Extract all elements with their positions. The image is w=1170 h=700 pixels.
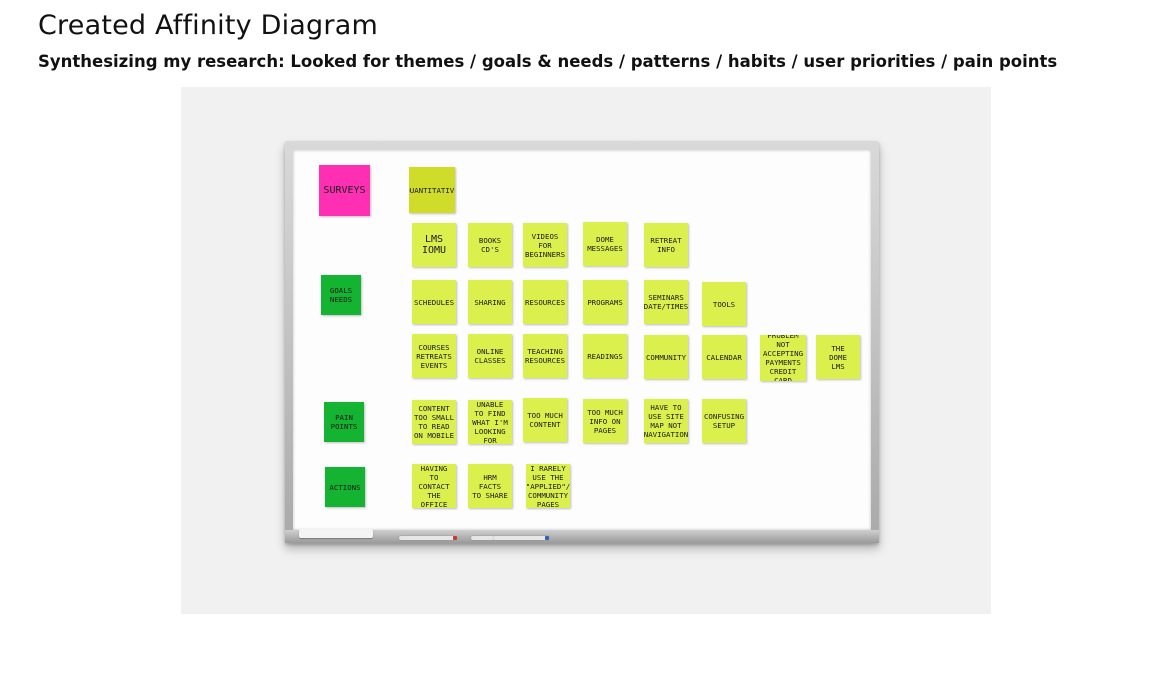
marker bbox=[399, 536, 455, 540]
note: SEMINARS DATE/TIMES bbox=[644, 280, 688, 324]
note: COURSES RETREATS EVENTS bbox=[412, 334, 456, 378]
note-quantitative: QUANTITATIVE bbox=[409, 167, 455, 213]
note: READINGS bbox=[583, 334, 627, 378]
marker-tray bbox=[285, 529, 879, 543]
page-title: Created Affinity Diagram bbox=[38, 10, 378, 41]
marker bbox=[493, 536, 549, 540]
note: PROGRAMS bbox=[583, 280, 627, 324]
marker-cap bbox=[545, 536, 549, 540]
note: RESOURCES bbox=[523, 280, 567, 324]
note: ONLINE CLASSES bbox=[468, 334, 512, 378]
page-subtitle: Synthesizing my research: Looked for the… bbox=[38, 52, 1058, 71]
note: VIDEOS FOR BEGINNERS bbox=[523, 223, 567, 267]
note: SCHEDULES bbox=[412, 280, 456, 324]
note: TOO MUCH CONTENT bbox=[523, 398, 567, 442]
note: SHARING bbox=[468, 280, 512, 324]
note: UNABLE TO FIND WHAT I'M LOOKING FOR bbox=[468, 400, 512, 444]
note: HRM FACTS TO SHARE bbox=[468, 464, 512, 508]
note: TEACHING RESOURCES bbox=[523, 334, 567, 378]
note: CONFUSING SETUP bbox=[702, 399, 746, 443]
note: I RARELY USE THE "APPLIED"/ COMMUNITY PA… bbox=[526, 464, 570, 508]
note: CALENDAR bbox=[702, 335, 746, 379]
affinity-diagram-photo: SURVEYS GOALS NEEDS PAIN POINTS ACTIONS … bbox=[181, 87, 991, 614]
marker-cap bbox=[453, 536, 457, 540]
note: HAVING TO CONTACT THE OFFICE bbox=[412, 464, 456, 508]
note-goals-needs: GOALS NEEDS bbox=[321, 275, 361, 315]
note-pain-points: PAIN POINTS bbox=[324, 402, 364, 442]
note: TOO MUCH INFO ON PAGES bbox=[583, 399, 627, 443]
note: PROBLEM NOT ACCEPTING PAYMENTS CREDIT CA… bbox=[760, 335, 806, 381]
note: DOME MESSAGES bbox=[583, 222, 627, 266]
note: CONTENT TOO SMALL TO READ ON MOBILE bbox=[412, 400, 456, 444]
eraser bbox=[299, 529, 373, 538]
note: RETREAT INFO bbox=[644, 223, 688, 267]
whiteboard: SURVEYS GOALS NEEDS PAIN POINTS ACTIONS … bbox=[285, 141, 879, 543]
note: LMS IOMU bbox=[412, 223, 456, 267]
note: HAVE TO USE SITE MAP NOT NAVIGATION bbox=[644, 399, 688, 443]
note-surveys: SURVEYS bbox=[319, 165, 370, 216]
marker bbox=[471, 536, 495, 540]
note: TOOLS bbox=[702, 282, 746, 326]
note: THE DOME LMS bbox=[816, 335, 860, 379]
note: COMMUNITY bbox=[644, 335, 688, 379]
note: BOOKS CD'S bbox=[468, 223, 512, 267]
note-actions: ACTIONS bbox=[325, 467, 365, 507]
whiteboard-surface: SURVEYS GOALS NEEDS PAIN POINTS ACTIONS … bbox=[293, 150, 871, 530]
